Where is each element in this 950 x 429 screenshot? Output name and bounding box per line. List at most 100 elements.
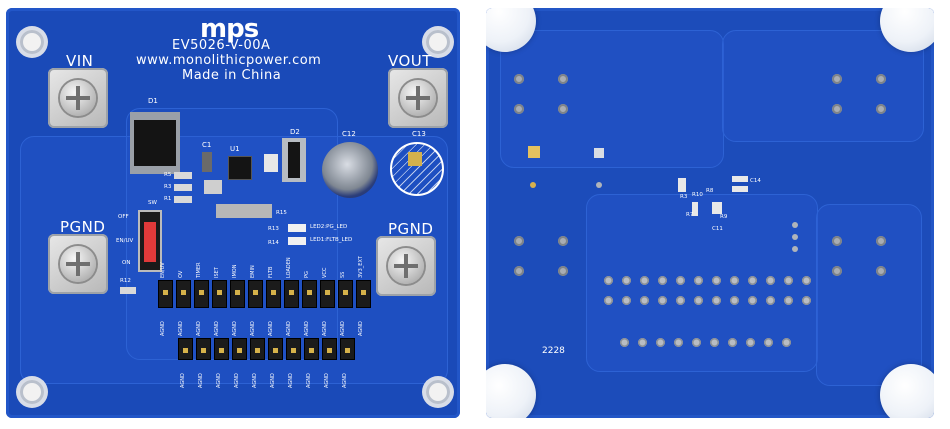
c12-capacitor xyxy=(322,142,378,198)
back-label-c11: C11 xyxy=(712,226,723,232)
back-pin xyxy=(766,296,775,305)
board-model: EV5026-V-00A xyxy=(172,38,271,53)
pin-label: OV xyxy=(178,270,184,278)
header-pin[interactable] xyxy=(194,280,209,308)
header-pin[interactable] xyxy=(196,338,211,360)
c13-pad xyxy=(408,152,422,166)
header-pin[interactable] xyxy=(178,338,193,360)
screw-icon xyxy=(60,80,96,116)
en-uv-switch[interactable] xyxy=(138,210,162,272)
back-right-region xyxy=(722,30,924,142)
board-front: mps EV5026-V-00A www.monolithicpower.com… xyxy=(6,8,460,418)
header-pin[interactable] xyxy=(338,280,353,308)
header-pin[interactable] xyxy=(266,280,281,308)
back-via xyxy=(792,222,798,228)
pin-label: AGND xyxy=(252,373,258,388)
back-smd xyxy=(732,176,748,182)
pin-label: SS xyxy=(340,271,346,278)
board-code: 2228 xyxy=(542,346,565,356)
header-pin[interactable] xyxy=(212,280,227,308)
back-pin xyxy=(604,296,613,305)
back-pin xyxy=(604,276,613,285)
pin-label: AGND xyxy=(214,321,220,336)
pin-label: AGND xyxy=(286,321,292,336)
pin-label: FLTB xyxy=(268,266,274,278)
header-pin[interactable] xyxy=(230,280,245,308)
header-pin[interactable] xyxy=(286,338,301,360)
pin-label: AGND xyxy=(268,321,274,336)
back-via xyxy=(530,182,536,188)
back-pin xyxy=(766,276,775,285)
back-via xyxy=(792,234,798,240)
pin-label: PG xyxy=(304,271,310,278)
header-pin[interactable] xyxy=(248,280,263,308)
board-back: R8 R10 C11 R3 R7 R9 C14 2228 xyxy=(486,8,934,418)
header-pin[interactable] xyxy=(214,338,229,360)
terminal-via xyxy=(558,236,568,246)
pin-label: VCC xyxy=(322,267,328,278)
pin-label: ISET xyxy=(214,267,220,278)
pgnd-left-label: PGND xyxy=(60,218,106,236)
header-pin[interactable] xyxy=(268,338,283,360)
smd-cluster xyxy=(204,180,222,194)
terminal-via xyxy=(832,266,842,276)
back-via xyxy=(596,182,602,188)
pin-label: AGND xyxy=(178,321,184,336)
back-pin xyxy=(640,276,649,285)
back-right-lower-region xyxy=(816,204,922,386)
terminal-via xyxy=(558,74,568,84)
back-pin xyxy=(676,296,685,305)
back-label-r10: R10 xyxy=(692,192,703,198)
header-pin[interactable] xyxy=(250,338,265,360)
pin-label: 3V3_EXT xyxy=(358,256,364,278)
pin-label: AGND xyxy=(288,373,294,388)
r15-label: R15 xyxy=(276,210,287,216)
r5-label: R5 xyxy=(164,172,172,178)
screw-icon xyxy=(400,80,436,116)
smd-cluster xyxy=(216,204,272,218)
c10-capacitor xyxy=(264,154,278,172)
header-pin[interactable] xyxy=(158,280,173,308)
pgnd-right-terminal xyxy=(376,236,436,296)
back-smd xyxy=(692,202,698,216)
led1 xyxy=(288,237,306,245)
pgnd-left-terminal xyxy=(48,234,108,294)
vout-label: VOUT xyxy=(388,52,432,70)
header-pin[interactable] xyxy=(304,338,319,360)
vin-terminal xyxy=(48,68,108,128)
led2-label: LED2:PG_LED xyxy=(310,224,348,230)
back-label-r3: R3 xyxy=(680,194,688,200)
switch-actuator[interactable] xyxy=(144,222,156,262)
back-pin xyxy=(782,338,791,347)
back-pin xyxy=(622,276,631,285)
pin-label: AGND xyxy=(232,321,238,336)
back-pin xyxy=(656,338,665,347)
back-pin xyxy=(802,296,811,305)
header-pin[interactable] xyxy=(232,338,247,360)
r12-label: R12 xyxy=(120,278,131,284)
terminal-via xyxy=(514,266,524,276)
rubber-foot-bottom-left xyxy=(486,364,536,418)
c13-footprint xyxy=(390,142,444,196)
r14-label: R14 xyxy=(268,240,279,246)
sw-off-label: OFF xyxy=(118,214,129,220)
back-label-c14: C14 xyxy=(750,178,761,184)
header-pin[interactable] xyxy=(284,280,299,308)
back-smd xyxy=(732,186,748,192)
terminal-via xyxy=(558,104,568,114)
header-pin[interactable] xyxy=(356,280,371,308)
back-label-r8: R8 xyxy=(706,188,714,194)
header-pin[interactable] xyxy=(176,280,191,308)
c13-label: C13 xyxy=(412,130,426,138)
terminal-via xyxy=(832,74,842,84)
pin-label: EN/UV xyxy=(160,262,166,278)
board-made-in: Made in China xyxy=(182,68,282,83)
header-pin[interactable] xyxy=(322,338,337,360)
r1-resistor xyxy=(174,196,192,203)
header-pin[interactable] xyxy=(320,280,335,308)
header-pin[interactable] xyxy=(302,280,317,308)
pin-label: AGND xyxy=(342,373,348,388)
back-label-r7: R7 xyxy=(686,212,694,218)
header-pin[interactable] xyxy=(340,338,355,360)
back-pin xyxy=(784,276,793,285)
